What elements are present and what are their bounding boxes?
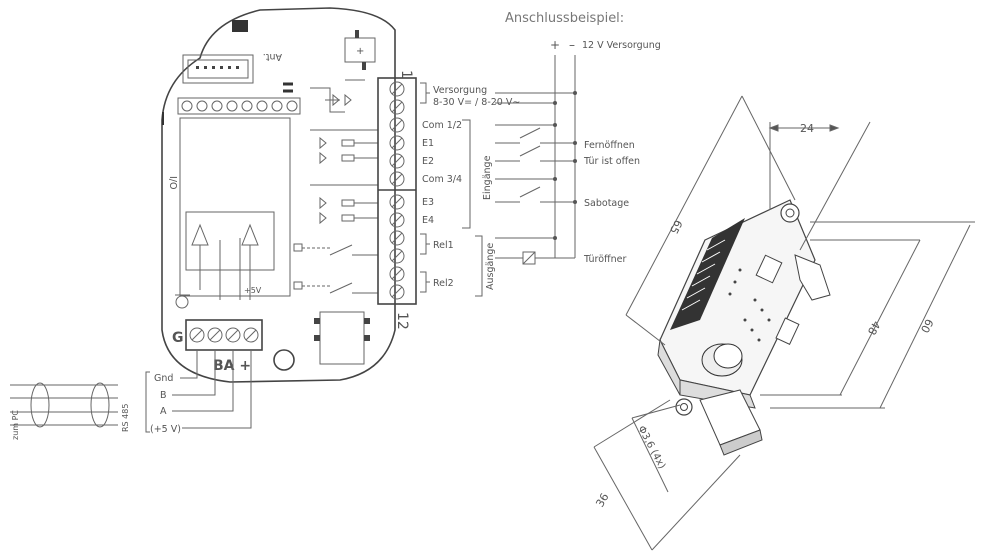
svg-text:+: +: [356, 46, 364, 57]
door-opener-coil: [522, 251, 536, 265]
rel2-label: Rel2: [433, 278, 454, 289]
mounting-hole: [273, 349, 295, 371]
zum-pc-label: zum PC: [11, 410, 20, 440]
led-component: [232, 20, 248, 32]
rel1-label: Rel1: [433, 240, 454, 251]
versorgung-range: 8-30 V= / 8-20 V∼: [433, 97, 520, 108]
dim-60: 60: [918, 317, 936, 335]
ausgaenge-label: Ausgänge: [485, 243, 496, 290]
e4-label: E4: [422, 215, 434, 226]
terminal-block: 1 12: [377, 70, 417, 330]
io-label: I/O: [167, 176, 178, 189]
plus5v-label: +5V: [244, 286, 262, 295]
tueroeffner-label: Türöffner: [583, 254, 626, 265]
ground-label: G: [172, 330, 184, 346]
terminal-12-label: 12: [394, 312, 410, 330]
terminal-labels: Versorgung 8-30 V= / 8-20 V∼ Com 1/2 E1 …: [420, 82, 520, 297]
supply-minus: –: [569, 38, 575, 52]
eingaenge-label: Eingänge: [482, 155, 493, 200]
rs485-label: RS 485: [121, 404, 130, 432]
fernoeffnen-label: Fernöffnen: [584, 140, 635, 151]
v5-label: (+5 V): [150, 424, 181, 435]
antenna-label: Ant.: [263, 51, 282, 62]
sabotage-label: Sabotage: [584, 198, 629, 209]
dim-24: 24: [800, 122, 814, 135]
supply-plus: +: [550, 38, 560, 52]
dim-65: 65: [667, 218, 685, 236]
tuer-offen-label: Tür ist offen: [583, 156, 640, 167]
a-label: A: [160, 406, 167, 417]
connection-example: Anschlussbeispiel: + – 12 V Versorgung F…: [495, 11, 661, 265]
pcb-board: Ant. + I/O +5V G: [161, 7, 417, 383]
e2-label: E2: [422, 156, 434, 167]
supply-label: 12 V Versorgung: [582, 40, 661, 51]
e1-label: E1: [422, 138, 434, 149]
title: Anschlussbeispiel:: [505, 11, 624, 26]
versorgung-label: Versorgung: [433, 85, 487, 96]
dim-36: 36: [593, 491, 611, 510]
dim-48: 48: [865, 319, 883, 337]
hole-diameter: Φ3,6 (4x): [635, 424, 667, 471]
terminal-1-label: 1: [398, 70, 414, 79]
rs485-wiring: zum PC RS 485 Gnd B A (+5 V): [10, 350, 252, 440]
e3-label: E3: [422, 197, 434, 208]
com12-label: Com 1/2: [422, 120, 462, 131]
gnd-label: Gnd: [154, 373, 173, 384]
ba-plus-label: BA +: [213, 358, 251, 374]
dimension-drawing: 24 65 48 60 36 Φ3,6 (4x): [593, 95, 975, 551]
com34-label: Com 3/4: [422, 174, 462, 185]
b-label: B: [160, 390, 167, 401]
